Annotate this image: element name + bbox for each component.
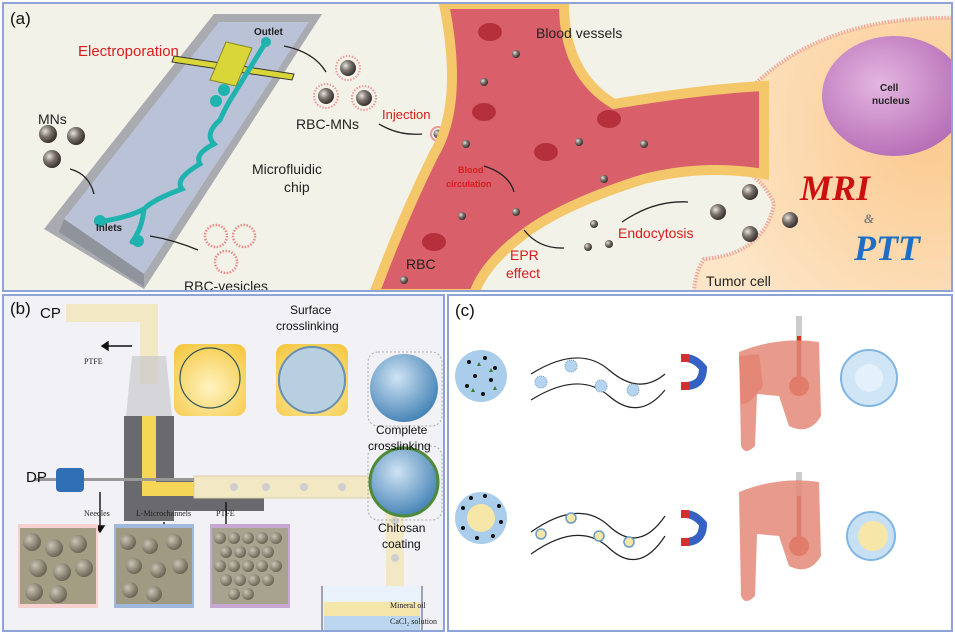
cell-nucleus-label-2: nucleus <box>872 96 910 107</box>
mns-label: MNs <box>38 111 67 127</box>
cell-nucleus-label-1: Cell <box>880 83 899 94</box>
panel-a-illustration <box>39 4 951 290</box>
dp-label: DP <box>26 469 47 486</box>
rbc-vesicles <box>203 223 257 275</box>
panel-a-tag: (a) <box>10 9 31 28</box>
row-2 <box>455 472 896 561</box>
panel-b: (b) CP DP PTFE Surface crosslinking Comp… <box>2 294 445 632</box>
injection-label: Injection <box>382 107 431 122</box>
panel-b-tag: (b) <box>10 299 31 318</box>
rbc-vesicles-label: RBC-vesicles <box>184 278 269 292</box>
mri-label: MRI <box>800 168 871 208</box>
panel-b-illustration <box>18 304 443 630</box>
complete-crosslinking-label-2: crosslinking <box>368 439 431 453</box>
inlets-label: Inlets <box>96 223 123 234</box>
blood-circulation-label-2: circulation <box>446 179 492 189</box>
mineral-oil-label: Mineral oil <box>390 601 426 610</box>
electroporation-label: Electroporation <box>78 43 179 60</box>
cacl2-solution-label: CaCl₂ solution <box>390 617 438 626</box>
rbc-mn-particles <box>313 55 446 142</box>
rbc-mns-label: RBC-MNs <box>296 116 359 132</box>
panel-c-tag: (c) <box>455 301 475 320</box>
l-microchannels-label: L-Microchannels <box>136 509 192 518</box>
microsphere-dots <box>23 532 282 603</box>
panel-c-illustration <box>455 316 898 601</box>
blood-vessel <box>370 4 769 290</box>
ptt-label: PTT <box>854 228 920 268</box>
endocytosis-label: Endocytosis <box>618 225 694 241</box>
mn-particles <box>39 125 85 168</box>
cp-label: CP <box>40 305 61 322</box>
microfluidic-label-1: Microfluidic <box>252 161 323 177</box>
surface-crosslinking-label-1: Surface <box>290 303 332 317</box>
epr-label-1: EPR <box>510 247 539 263</box>
outlet-label: Outlet <box>254 27 283 38</box>
complete-crosslinking-label-1: Complete <box>376 423 428 437</box>
needles-label: Needles <box>84 509 110 518</box>
panel-c: (c) <box>447 294 953 632</box>
tumor-cell-label: Tumor cell <box>706 273 771 289</box>
chitosan-coating-label-2: coating <box>382 537 421 551</box>
blood-vessels-label: Blood vessels <box>536 25 623 41</box>
panel-a: (a) Electroporation Outlet MNs Inlets Mi… <box>2 2 953 292</box>
rbc-label: RBC <box>406 256 436 272</box>
microfluidic-chip <box>44 14 322 289</box>
ptfe-bottom-label: PTFE <box>216 509 235 518</box>
blood-circulation-label-1: Blood <box>458 165 484 175</box>
surface-crosslinking-label-2: crosslinking <box>276 319 339 333</box>
ampersand-label: & <box>864 211 875 226</box>
endocytosed-particles <box>710 184 798 242</box>
epr-label-2: effect <box>506 265 540 281</box>
ptfe-top-label: PTFE <box>84 357 103 366</box>
chitosan-coating-label-1: Chitosan <box>378 521 426 535</box>
row-1 <box>455 316 898 409</box>
microfluidic-label-2: chip <box>284 179 310 195</box>
